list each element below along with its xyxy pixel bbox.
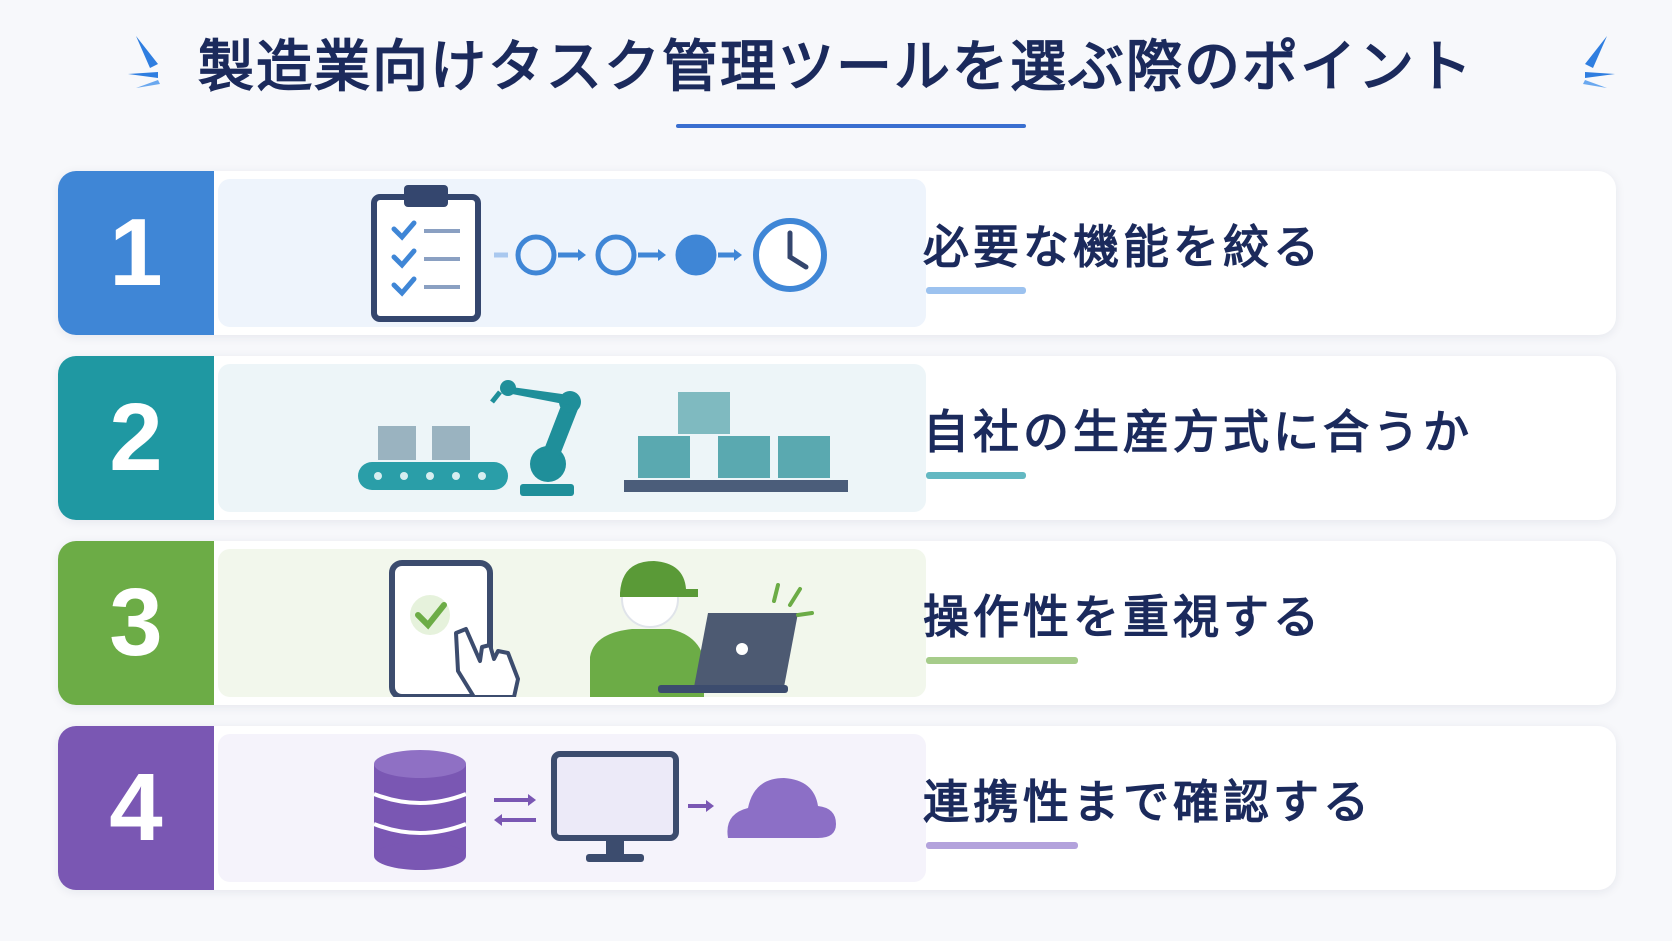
point-number-1: 1	[58, 171, 214, 335]
point-accent-4	[926, 842, 1078, 849]
clipboard-checklist-icon	[371, 185, 481, 322]
point-accent-2	[926, 472, 1026, 479]
monitor-icon	[551, 751, 679, 862]
point-label-2: 自社の生産方式に合うか	[923, 405, 1473, 459]
page-title: 製造業向けタスク管理ツールを選ぶ際のポイント	[198, 35, 1474, 100]
point-illustration-2	[218, 364, 926, 512]
stacked-boxes-icon	[624, 392, 848, 492]
arrow-right-icon	[688, 800, 714, 812]
point-accent-3	[926, 657, 1078, 664]
sparkle-right-icon	[1583, 36, 1615, 88]
point-label-4: 連携性まで確認する	[923, 775, 1373, 829]
pointing-hand-icon	[454, 627, 520, 697]
sync-arrows-icon	[494, 794, 536, 826]
worker-laptop-icon	[590, 561, 814, 697]
workflow-steps-icon	[494, 234, 742, 276]
title-underline	[676, 124, 1026, 128]
point-illustration-3	[218, 549, 926, 697]
point-illustration-1	[218, 179, 926, 327]
point-card-4: 4	[58, 726, 1616, 890]
clock-icon	[753, 218, 827, 292]
point-illustration-4	[218, 734, 926, 882]
point-accent-1	[926, 287, 1026, 294]
point-label-3: 操作性を重視する	[923, 590, 1323, 644]
point-number-4: 4	[58, 726, 214, 890]
cloud-icon	[727, 778, 836, 838]
point-label-1: 必要な機能を絞る	[923, 220, 1323, 274]
point-number-3: 3	[58, 541, 214, 705]
point-card-3: 3	[58, 541, 1616, 705]
robot-arm-icon	[490, 380, 581, 496]
point-card-1: 1	[58, 171, 1616, 335]
point-card-2: 2	[58, 356, 1616, 520]
database-icon	[373, 750, 467, 870]
conveyor-belt-icon	[358, 426, 508, 490]
point-number-2: 2	[58, 356, 214, 520]
sparkle-left-icon	[128, 36, 160, 88]
